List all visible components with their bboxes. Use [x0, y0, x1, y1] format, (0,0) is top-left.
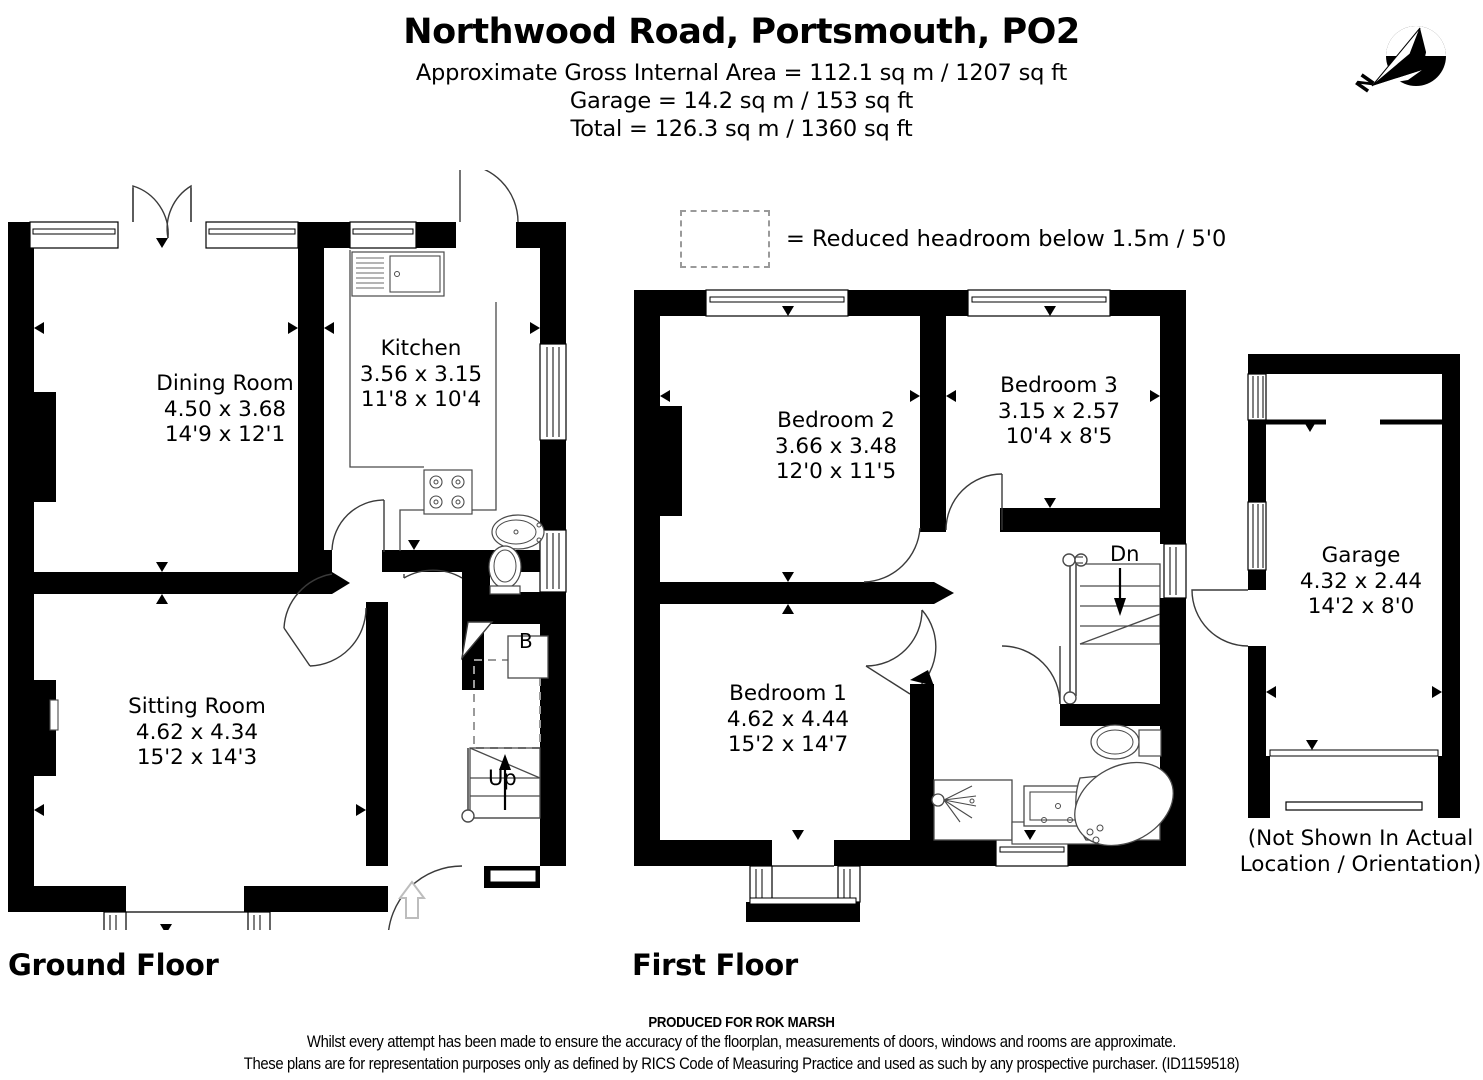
room-dim-imperial: 15'2 x 14'3	[136, 745, 258, 770]
room-label-garage: Garage 4.32 x 2.44 14'2 x 8'0	[1246, 543, 1476, 620]
room-dim-imperial: 14'2 x 8'0	[1307, 594, 1415, 619]
footer: PRODUCED FOR ROK MARSH Whilst every atte…	[0, 1014, 1483, 1075]
reduced-headroom-swatch	[680, 210, 770, 268]
room-label-bedroom-1: Bedroom 1 4.62 x 4.44 15'2 x 14'7	[668, 681, 908, 758]
first-floor-plan	[620, 280, 1200, 940]
room-dim-metric: 4.62 x 4.34	[135, 719, 259, 745]
room-dim-metric: 4.62 x 4.44	[726, 706, 850, 732]
stairs-up-label: Up	[488, 766, 517, 790]
room-label-bedroom-2: Bedroom 2 3.66 x 3.48 12'0 x 11'5	[716, 408, 956, 485]
footer-disclaimer-line-2: These plans are for representation purpo…	[243, 1055, 1240, 1073]
room-label-kitchen: Kitchen 3.56 x 3.15 11'8 x 10'4	[298, 336, 544, 413]
room-dim-imperial: 15'2 x 14'7	[727, 732, 849, 757]
room-name: Dining Room	[156, 371, 294, 396]
room-name: Bedroom 2	[777, 408, 895, 433]
area-gross-internal: Approximate Gross Internal Area = 112.1 …	[415, 60, 1068, 86]
room-dim-metric: 4.50 x 3.68	[163, 396, 287, 422]
room-dim-metric: 4.32 x 2.44	[1299, 568, 1423, 594]
room-dim-imperial: 14'9 x 12'1	[164, 422, 286, 447]
bathroom-toilet-icon	[1090, 724, 1162, 760]
bathtub-icon	[1074, 761, 1174, 847]
area-garage: Garage = 14.2 sq m / 153 sq ft	[569, 88, 914, 114]
room-dim-imperial: 10'4 x 8'5	[1005, 424, 1113, 449]
ground-floor-plan	[0, 170, 580, 930]
room-name: Bedroom 3	[1000, 373, 1118, 398]
kitchen-sink-icon	[351, 251, 445, 297]
wc-toilet-icon	[488, 545, 522, 595]
garage-note-line-2: Location / Orientation)	[1239, 852, 1482, 877]
ground-stairs	[461, 747, 541, 823]
room-dim-metric: 3.66 x 3.48	[774, 433, 898, 459]
room-dim-metric: 3.15 x 2.57	[997, 398, 1121, 424]
kitchen-hob-icon	[423, 469, 473, 515]
ground-floor-walls	[8, 170, 567, 930]
room-name: Garage	[1321, 543, 1401, 568]
first-floor-walls	[634, 289, 1187, 922]
footer-produced-for: PRODUCED FOR ROK MARSH	[648, 1014, 835, 1031]
page-title: Northwood Road, Portsmouth, PO2	[403, 12, 1080, 52]
room-label-sitting-room: Sitting Room 4.62 x 4.34 15'2 x 14'3	[72, 694, 322, 771]
room-name: Sitting Room	[128, 694, 266, 719]
first-floor-caption: First Floor	[632, 948, 798, 982]
room-dim-imperial: 12'0 x 11'5	[775, 459, 897, 484]
room-dim-imperial: 11'8 x 10'4	[360, 387, 482, 412]
boiler-label: B	[519, 629, 533, 653]
garage-walls	[1191, 354, 1460, 818]
compass-north-label: N	[1352, 69, 1380, 96]
footer-disclaimer-line-1: Whilst every attempt has been made to en…	[306, 1033, 1177, 1051]
shower-icon	[931, 779, 1013, 841]
first-floor-stairs	[1062, 553, 1161, 705]
garage-note-line-1: (Not Shown In Actual	[1247, 826, 1474, 851]
room-dim-metric: 3.56 x 3.15	[359, 361, 483, 387]
garage-plan	[1190, 340, 1483, 840]
compass-icon: N	[1350, 18, 1462, 113]
wc-basin-icon	[491, 514, 545, 550]
room-label-dining-room: Dining Room 4.50 x 3.68 14'9 x 12'1	[100, 371, 350, 448]
reduced-headroom-label: = Reduced headroom below 1.5m / 5'0	[786, 226, 1227, 252]
stairs-down-label: Dn	[1110, 542, 1140, 566]
room-name: Kitchen	[380, 336, 462, 361]
area-total: Total = 126.3 sq m / 1360 sq ft	[570, 116, 913, 142]
room-label-bedroom-3: Bedroom 3 3.15 x 2.57 10'4 x 8'5	[940, 373, 1178, 450]
ground-floor-caption: Ground Floor	[8, 948, 219, 982]
room-name: Bedroom 1	[729, 681, 847, 706]
garage-location-note: (Not Shown In Actual Location / Orientat…	[1238, 826, 1483, 878]
